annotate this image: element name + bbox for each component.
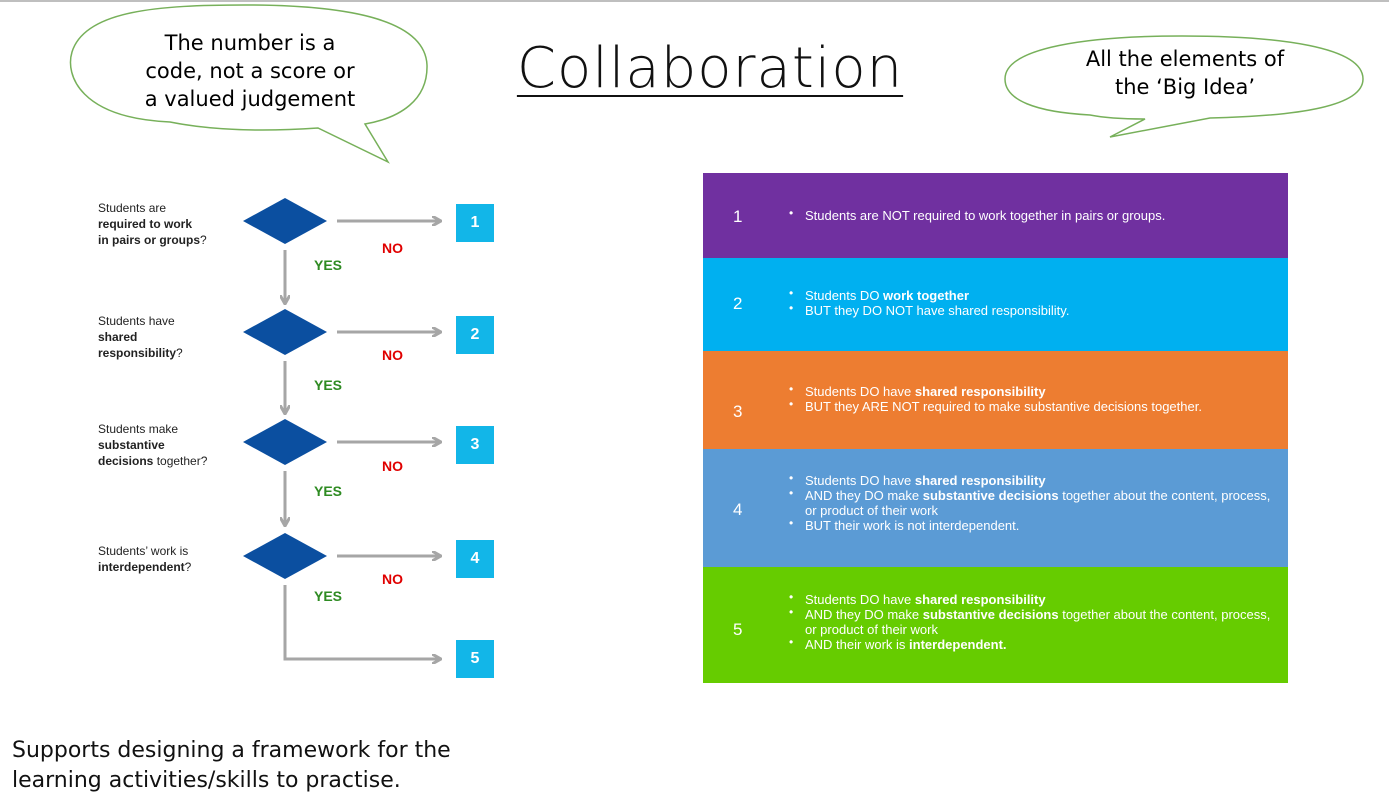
yes-label-1: YES (314, 257, 343, 273)
question-label-4: Students’ work is interdependent? (98, 543, 191, 575)
question-line: Students have (98, 314, 175, 328)
level-bullet: Students DO work together (789, 286, 1276, 303)
callout-right: All the elements of the ‘Big Idea’ (1000, 32, 1370, 142)
level-row-3: 3 Students DO have shared responsibility… (703, 351, 1288, 449)
outcome-box-1: 1 (456, 204, 494, 242)
level-bullet: Students are NOT required to work togeth… (789, 206, 1276, 223)
question-line: in pairs or groups? (98, 233, 207, 247)
level-number: 3 (733, 402, 743, 421)
footer-note: Supports designing a framework for the l… (12, 736, 451, 796)
callout-right-line: the ‘Big Idea’ (1114, 75, 1256, 99)
callout-left-text: The number is a code, not a score or a v… (100, 29, 400, 113)
level-number: 5 (733, 620, 743, 639)
callout-right-line: All the elements of (1085, 47, 1285, 71)
level-number: 1 (733, 207, 743, 226)
outcome-box-2: 2 (456, 316, 494, 354)
no-label-2: NO (382, 347, 403, 363)
question-label-1: Students are required to work in pairs o… (98, 200, 207, 248)
callout-left: The number is a code, not a score or a v… (60, 0, 440, 170)
question-line: responsibility? (98, 346, 183, 360)
question-line: Students are (98, 201, 167, 215)
question-line: Students make (98, 422, 179, 436)
level-row-2: 2 Students DO work together BUT they DO … (703, 258, 1288, 351)
decision-diamond-2 (243, 309, 327, 355)
level-bullet: BUT their work is not interdependent. (789, 516, 1276, 533)
level-bullet: Students DO have shared responsibility (789, 590, 1276, 607)
level-bullet: AND their work is interdependent. (789, 635, 1276, 652)
no-label-3: NO (382, 458, 403, 474)
level-number: 2 (733, 294, 743, 313)
no-label-4: NO (382, 571, 403, 587)
level-bullet: AND they DO make substantive decisions t… (789, 605, 1276, 637)
speech-bubble-right-shape (1004, 35, 1364, 138)
level-bullet: AND they DO make substantive decisions t… (789, 486, 1276, 518)
top-border-line (0, 0, 1389, 2)
level-row-5: 5 Students DO have shared responsibility… (703, 567, 1288, 683)
level-row-4: 4 Students DO have shared responsibility… (703, 449, 1288, 567)
level-row-1: 1 Students are NOT required to work toge… (703, 173, 1288, 258)
level-number: 4 (733, 500, 743, 519)
question-line: substantive (98, 438, 165, 452)
footer-line: Supports designing a framework for the (12, 738, 451, 763)
question-line: required to work (98, 217, 193, 231)
level-bullet: Students DO have shared responsibility (789, 471, 1276, 488)
callout-right-text: All the elements of the ‘Big Idea’ (1035, 45, 1335, 101)
yes-label-3: YES (314, 483, 343, 499)
footer-line: learning activities/skills to practise. (12, 768, 401, 793)
outcome-box-4: 4 (456, 540, 494, 578)
decision-diamond-1 (243, 198, 327, 244)
question-label-3: Students make substantive decisions toge… (98, 421, 207, 469)
question-line: shared (98, 330, 138, 344)
flowchart-diagram (243, 198, 520, 700)
level-bullets: Students DO work together BUT they DO NO… (789, 286, 1276, 318)
level-bullet: BUT they ARE NOT required to make substa… (789, 397, 1276, 414)
page-title: Collaboration (516, 36, 904, 101)
level-bullets: Students are NOT required to work togeth… (789, 206, 1276, 223)
outcome-box-5: 5 (456, 640, 494, 678)
level-bullets: Students DO have shared responsibility A… (789, 590, 1276, 652)
question-line: decisions together? (98, 454, 208, 468)
yes-arrow-4 (283, 585, 440, 659)
callout-left-line: The number is a (164, 31, 336, 55)
decision-diamond-3 (243, 419, 327, 465)
level-bullets: Students DO have shared responsibility A… (789, 471, 1276, 533)
yes-label-2: YES (314, 377, 343, 393)
question-line: Students’ work is (98, 544, 189, 558)
speech-bubble-left-shape (69, 4, 428, 164)
question-label-2: Students have shared responsibility? (98, 313, 183, 361)
decision-diamond-4 (243, 533, 327, 579)
no-label-1: NO (382, 240, 403, 256)
outcome-box-3: 3 (456, 426, 494, 464)
level-bullets: Students DO have shared responsibility B… (789, 382, 1276, 414)
level-bullet: BUT they DO NOT have shared responsibili… (789, 301, 1276, 318)
callout-left-line: a valued judgement (144, 87, 356, 111)
level-bullet: Students DO have shared responsibility (789, 382, 1276, 399)
yes-label-4: YES (314, 588, 343, 604)
callout-left-line: code, not a score or (145, 59, 355, 83)
question-line: interdependent? (98, 560, 192, 574)
